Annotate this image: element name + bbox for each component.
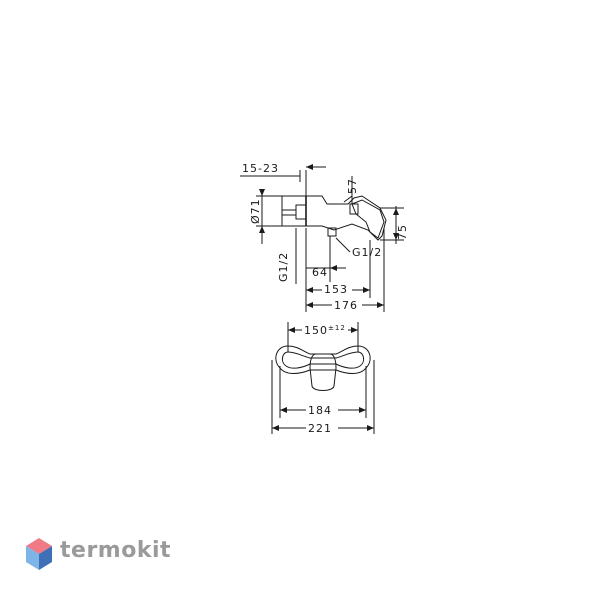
dim-inner-width-arrow-right xyxy=(359,407,366,413)
dim-offset-label: 15-23 xyxy=(242,162,279,175)
side-view: 15-23 Ø71 G1/2 57 75 G1/2 xyxy=(240,162,409,312)
dim-angle-arc xyxy=(343,195,353,203)
dim-spout-arrow xyxy=(330,265,337,271)
dim-spout-label: 64 xyxy=(312,266,328,279)
cartridge-block xyxy=(349,203,359,215)
outlet-nut xyxy=(327,227,337,237)
logo-face-right xyxy=(39,546,52,570)
dim-center-arrow-left xyxy=(288,327,295,333)
mixer-body-front xyxy=(275,345,371,374)
dim-height-arrow-top xyxy=(393,208,399,215)
front-view: 150±12 184 221 xyxy=(271,322,375,435)
dim-center-value: 150 xyxy=(304,324,328,337)
dim-center-tolerance: ±12 xyxy=(328,324,346,332)
logo-face-left xyxy=(26,546,39,570)
brand-name: termokit xyxy=(60,538,172,563)
dim-diameter-arrow-top xyxy=(259,189,265,196)
mixer-body-side xyxy=(305,195,387,241)
dim-diameter-label: Ø71 xyxy=(249,198,262,224)
dim-height-label: 75 xyxy=(396,224,409,240)
dim-inner-width-label: 184 xyxy=(308,404,332,417)
dim-depth-outer-label-bg xyxy=(332,297,362,309)
mixer-body-front-inner xyxy=(281,351,365,369)
dim-outer-width-label: 221 xyxy=(308,422,332,435)
mixer-lever-front xyxy=(309,353,337,391)
dim-center-label: 150±12 xyxy=(304,324,346,337)
dim-outer-width-arrow-left xyxy=(272,425,279,431)
dim-depth-outer-arrow-right xyxy=(377,302,384,308)
dim-depth-inner-arrow-right xyxy=(363,287,370,293)
dim-offset-arrow xyxy=(306,164,313,170)
dim-center-arrow-right xyxy=(351,327,358,333)
dim-depth-inner-label: 153 xyxy=(324,283,348,296)
dim-thread-left-label: G1/2 xyxy=(277,252,290,282)
dim-height-arrow-bottom xyxy=(393,233,399,240)
dim-depth-inner-arrow-left xyxy=(306,287,313,293)
dim-inner-width-label-bg xyxy=(306,402,338,416)
dim-depth-outer-label: 176 xyxy=(334,299,358,312)
mixer-lever xyxy=(351,199,385,239)
termokit-logo-icon xyxy=(26,538,52,570)
dim-thread-right-label: G1/2 xyxy=(352,246,382,259)
dim-diameter-arrow-bottom xyxy=(259,226,265,233)
inlet-nut xyxy=(295,204,307,220)
dim-inner-width-arrow-left xyxy=(280,407,287,413)
dim-outer-width-label-bg xyxy=(306,420,338,434)
dim-center-label-bg xyxy=(302,322,348,336)
dim-outer-width-arrow-right xyxy=(367,425,374,431)
dim-depth-inner-label-bg xyxy=(322,282,352,294)
dim-depth-outer-arrow-left xyxy=(306,302,313,308)
dim-thread-right-leader xyxy=(335,237,351,253)
